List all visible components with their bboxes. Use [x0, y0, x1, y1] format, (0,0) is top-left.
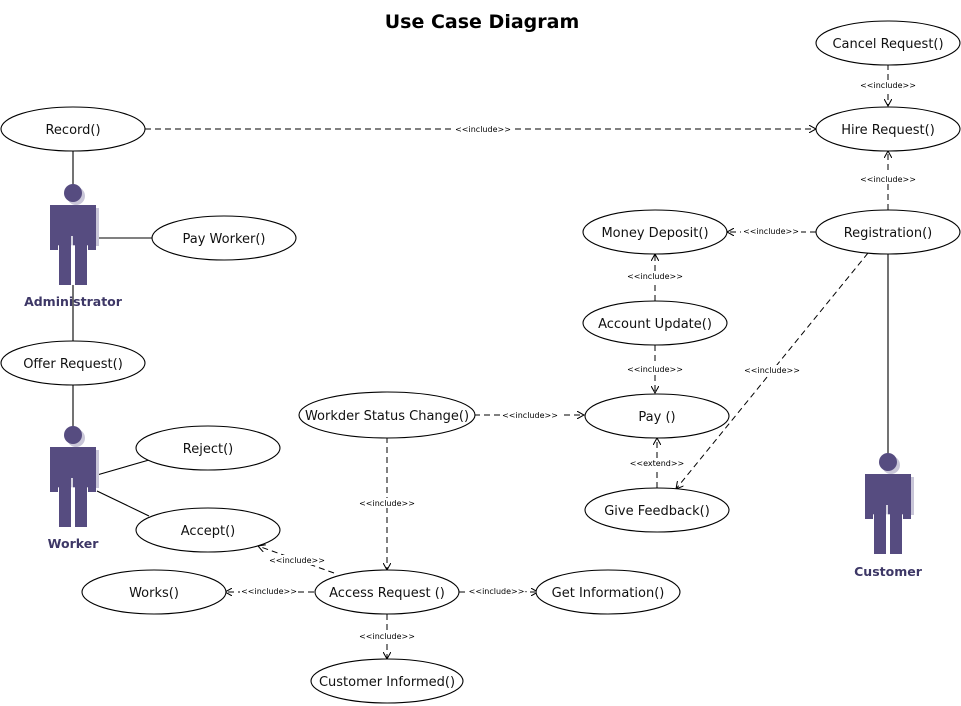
svg-text:Get Information(): Get Information()	[552, 586, 665, 601]
svg-text:Pay Worker(): Pay Worker()	[183, 232, 266, 247]
usecase-pay-worker[interactable]: Pay Worker()	[151, 215, 297, 261]
actor-administrator[interactable]: Administrator	[24, 183, 123, 309]
usecase-hire-request[interactable]: Hire Request()	[815, 106, 961, 152]
usecase-registration[interactable]: Registration()	[815, 209, 961, 255]
customer-icon	[864, 452, 915, 555]
label-account-deposit: <<include>>	[627, 272, 683, 281]
usecase-get-information[interactable]: Get Information()	[535, 569, 681, 615]
usecase-accept[interactable]: Accept()	[135, 507, 281, 553]
usecase-access-request[interactable]: Access Request ()	[314, 569, 460, 615]
svg-text:Accept(): Accept()	[181, 524, 235, 539]
actor-administrator-label: Administrator	[24, 294, 123, 309]
label-access-accept: <<include>>	[269, 556, 325, 565]
label-record-hire: <<include>>	[455, 125, 511, 134]
actor-worker-label: Worker	[48, 536, 100, 551]
svg-text:Access Request (): Access Request ()	[329, 586, 445, 601]
usecase-reject[interactable]: Reject()	[135, 425, 281, 471]
assoc-worker-reject	[96, 459, 150, 476]
label-access-getinfo: <<include>>-	[469, 587, 528, 596]
svg-text:Money Deposit(): Money Deposit()	[601, 226, 708, 241]
svg-text:Offer Request(): Offer Request()	[23, 357, 123, 372]
label-access-informed: <<include>>	[359, 632, 415, 641]
associations	[72, 150, 889, 517]
svg-text:Cancel Request(): Cancel Request()	[832, 37, 943, 52]
usecase-works[interactable]: Works()	[81, 569, 227, 615]
label-feedback-pay: <<extend>>	[630, 459, 685, 468]
diagram-title: Use Case Diagram	[385, 11, 580, 33]
dependencies	[145, 64, 888, 659]
label-access-works: <<include>>	[241, 587, 297, 596]
actor-worker[interactable]: Worker	[48, 425, 100, 551]
label-registration-deposit: <<include>>	[743, 227, 799, 236]
svg-text:Give Feedback(): Give Feedback()	[604, 504, 710, 519]
usecase-cancel-request[interactable]: Cancel Request()	[815, 20, 961, 66]
usecase-offer-request[interactable]: Offer Request()	[0, 340, 146, 386]
label-account-pay: <<include>>	[627, 365, 683, 374]
label-cancel-hire: <<include>>	[860, 81, 916, 90]
label-status-pay: <<include>>	[502, 411, 558, 420]
actor-customer-label: Customer	[854, 564, 923, 579]
administrator-icon	[49, 183, 100, 286]
stereotype-labels: <<include>> <<include>> <<include>> <<in…	[240, 80, 918, 641]
svg-text:Pay (): Pay ()	[638, 410, 675, 425]
usecase-money-deposit[interactable]: Money Deposit()	[582, 209, 728, 255]
svg-text:Works(): Works()	[129, 586, 179, 601]
svg-text:Account Update(): Account Update()	[598, 317, 712, 332]
svg-text:Registration(): Registration()	[844, 226, 933, 241]
svg-text:Customer Informed(): Customer Informed()	[319, 675, 455, 690]
assoc-worker-accept	[96, 490, 150, 517]
worker-icon	[49, 425, 100, 528]
svg-text:Record(): Record()	[45, 123, 100, 138]
svg-text:Workder Status Change(): Workder Status Change()	[305, 409, 469, 424]
svg-text:Hire Request(): Hire Request()	[841, 123, 935, 138]
label-status-access: <<include>>	[359, 499, 415, 508]
label-registration-feedback: <<include>>	[744, 366, 800, 375]
svg-text:Reject(): Reject()	[183, 442, 233, 457]
actor-customer[interactable]: Customer	[854, 452, 923, 579]
usecase-pay[interactable]: Pay ()	[584, 393, 730, 439]
usecase-give-feedback[interactable]: Give Feedback()	[584, 487, 730, 533]
usecase-worker-status-change[interactable]: Workder Status Change()	[298, 391, 476, 439]
label-registration-hire: <<include>>	[860, 175, 916, 184]
usecase-account-update[interactable]: Account Update()	[582, 300, 728, 346]
usecase-record[interactable]: Record()	[0, 106, 146, 152]
usecase-customer-informed[interactable]: Customer Informed()	[310, 658, 464, 704]
